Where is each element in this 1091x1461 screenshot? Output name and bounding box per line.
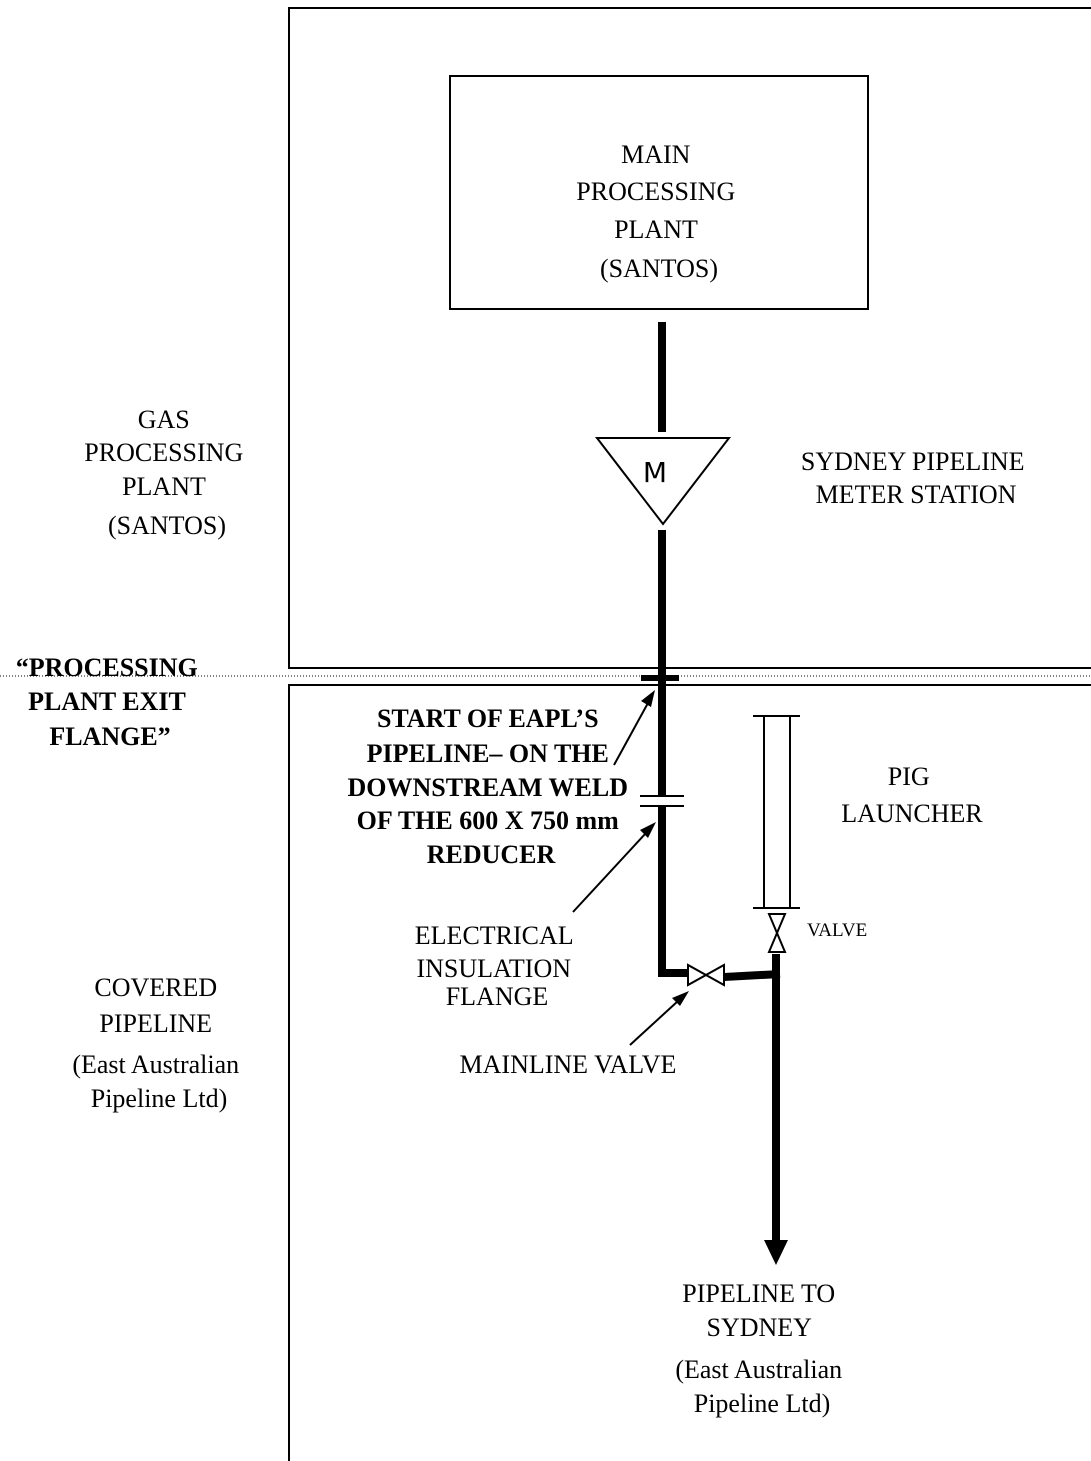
pipeline-to-sydney-label: PIPELINE TO SYDNEY (East Australian Pipe… (675, 1279, 848, 1418)
gas-processing-plant-boundary (288, 7, 1091, 669)
pig-launcher-icon (753, 715, 800, 909)
insulation-flange-label: ELECTRICAL INSULATION FLANGE (415, 921, 579, 1011)
svg-text:M: M (643, 456, 667, 489)
main-processing-plant-box (449, 75, 869, 310)
start-of-pipeline-arrow (613, 690, 655, 766)
gas-processing-plant-label: GAS PROCESSING PLANT (SANTOS) (84, 405, 249, 540)
main-plant-label: MAIN PROCESSING PLANT (SANTOS) (576, 140, 741, 283)
mainline-valve-label: MAINLINE VALVE (460, 1050, 677, 1079)
mainline-valve-icon (687, 963, 725, 987)
meter-icon: M (594, 437, 732, 526)
pipe-bottom-horizontal-right (723, 970, 781, 981)
pig-valve-icon (767, 913, 787, 953)
meter-station-label: SYDNEY PIPELINE METER STATION (801, 447, 1031, 509)
pig-launcher-label: PIG LAUNCHER (841, 762, 983, 828)
start-of-pipeline-label: START OF EAPL’S PIPELINE– ON THE DOWNSTR… (347, 704, 634, 869)
down-arrow-icon (764, 1240, 788, 1265)
exit-flange-label: “PROCESSING PLANT EXIT FLANGE” (16, 653, 205, 751)
covered-pipeline-boundary (288, 684, 1091, 1461)
valve-label: VALVE (807, 920, 867, 941)
covered-pipeline-label: COVERED PIPELINE (East Australian Pipeli… (72, 973, 245, 1113)
mainline-valve-arrow (629, 991, 689, 1046)
insulation-flange-arrow (572, 822, 656, 913)
insulation-flange-icon (640, 795, 684, 807)
